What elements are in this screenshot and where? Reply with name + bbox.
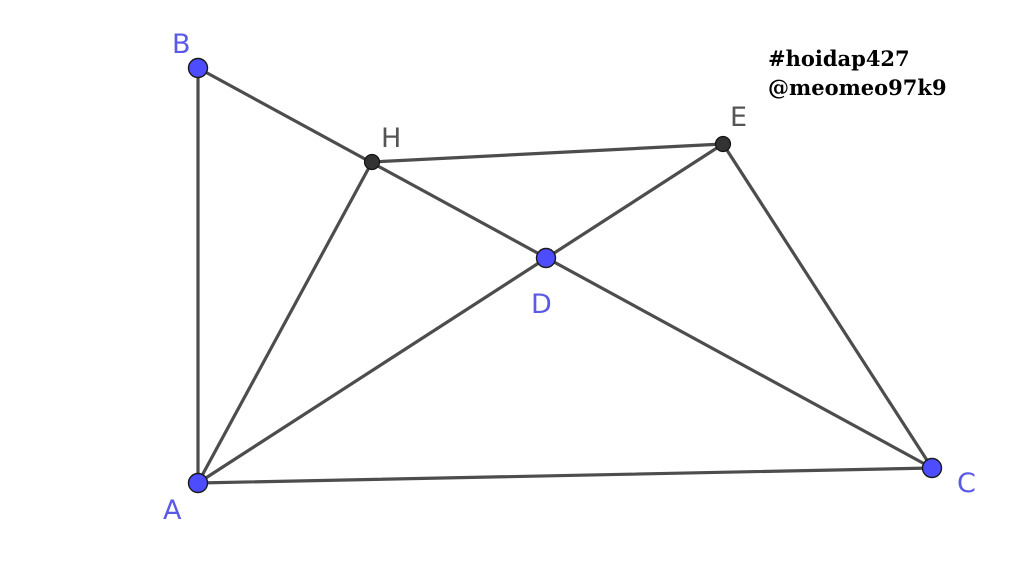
point-b [187,57,209,79]
label-a: A [163,495,182,526]
watermark-line-1: #hoidap427 [768,46,910,71]
segment-ae [196,142,725,485]
label-d: D [531,289,552,320]
point-d [535,247,557,269]
label-c: C [957,468,976,499]
segment-ec [721,142,934,470]
segments-layer [196,66,934,485]
points-layer [187,57,943,494]
segment-ah [196,160,374,485]
point-h [363,153,381,171]
segment-bc [196,66,934,470]
watermark-line-2: @meomeo97k9 [768,75,947,100]
label-b: B [172,29,191,60]
watermark: #hoidap427 @meomeo97k9 [768,44,947,102]
segment-he [370,142,725,164]
point-e [714,135,732,153]
point-c [921,457,943,479]
labels-layer: B H E D A C [163,29,976,526]
point-a [187,472,209,494]
label-e: E [730,102,747,133]
label-h: H [381,123,401,154]
segment-ac [196,466,934,485]
